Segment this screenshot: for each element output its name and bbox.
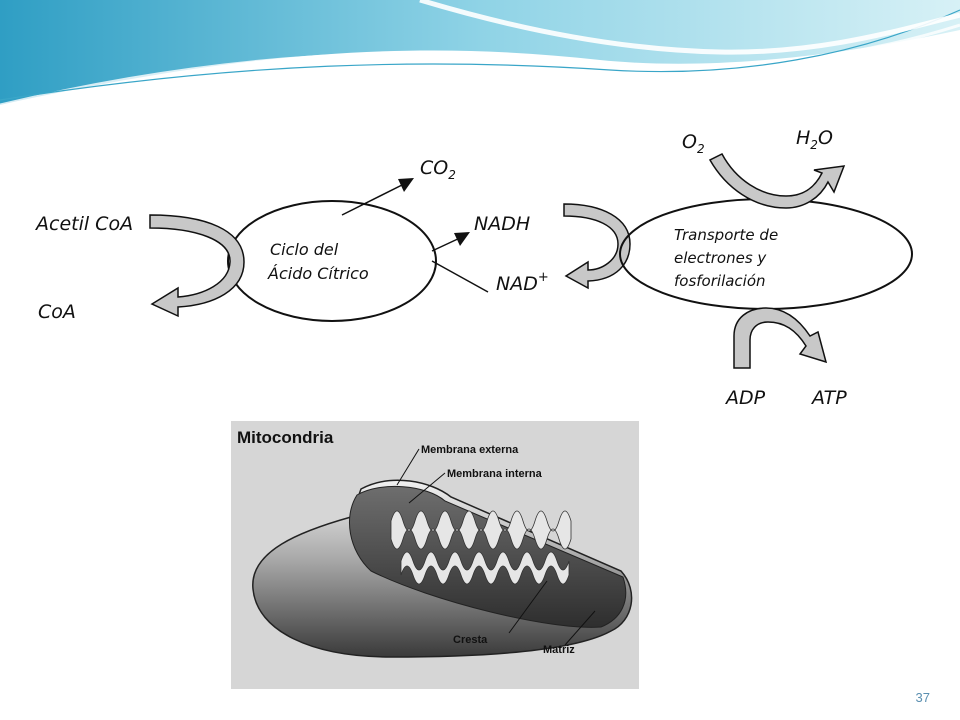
membrana-interna-leader (408, 472, 446, 504)
o2-label: O2 (682, 131, 705, 156)
adp-label: ADP (724, 387, 766, 409)
metabolism-diagram: Ciclo del Ácido Cítrico Acetil CoA CoA C… (26, 100, 932, 426)
citric-cycle-ellipse (227, 200, 437, 322)
transport-label-line2: electrones y (674, 249, 767, 267)
acetil-coa-curved-arrow (149, 214, 245, 318)
transport-label-line1: Transporte de (674, 226, 778, 244)
co2-arrow-head (398, 178, 414, 192)
membrana-externa-leader (396, 448, 420, 486)
nadh-nad-curved-arrow (563, 203, 631, 290)
slide-number: 37 (915, 690, 930, 705)
nad-plus-label: NAD+ (496, 270, 549, 295)
nadh-arrow-head (454, 232, 470, 246)
ciclo-label-line1: Ciclo del (270, 240, 339, 259)
membrana-interna-label: Membrana interna (447, 468, 543, 480)
o2-h2o-curved-arrow (708, 153, 846, 209)
nadh-label: NADH (474, 213, 530, 235)
h2o-label: H2O (796, 127, 833, 152)
cresta-leader (508, 580, 548, 634)
mitochondria-figure: Mitocondria Membrana externa Membrana in… (231, 421, 639, 689)
cresta-label: Cresta (453, 634, 488, 646)
adp-atp-curved-arrow (733, 307, 828, 369)
matriz-leader (564, 610, 596, 646)
membrana-externa-label: Membrana externa (421, 444, 519, 456)
transport-label-line3: fosforilación (674, 272, 766, 290)
coa-label: CoA (38, 301, 76, 323)
matriz-label: Matriz (543, 644, 575, 656)
nad-line (431, 260, 489, 293)
co2-label: CO2 (420, 157, 456, 182)
atp-label: ATP (810, 387, 847, 409)
mitochondria-title: Mitocondria (237, 428, 334, 447)
ciclo-label-line2: Ácido Cítrico (267, 264, 369, 283)
header-wave-decoration (0, 0, 960, 107)
co2-arrow-line (341, 182, 407, 216)
cristae-folds (390, 510, 572, 585)
acetil-coa-label: Acetil CoA (34, 213, 133, 235)
